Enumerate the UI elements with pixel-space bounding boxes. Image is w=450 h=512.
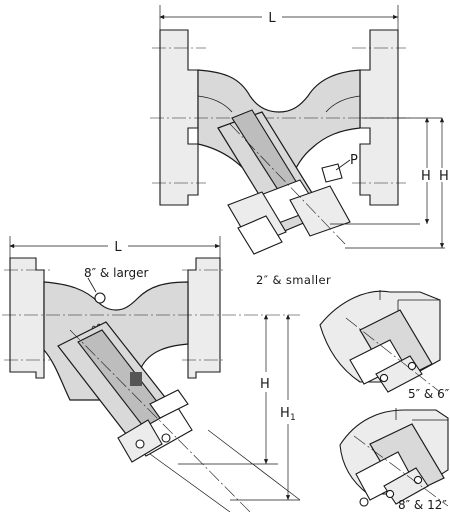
upper-left-flange xyxy=(159,29,199,206)
detail-small-caption: 5″ & 6″ xyxy=(408,387,450,401)
lower-view: L 8″ & larger xyxy=(2,236,301,512)
lower-callout: 8″ & larger xyxy=(84,266,149,280)
lower-left-flange xyxy=(9,257,45,379)
grip-hatch xyxy=(130,372,142,386)
lower-dim-l: L xyxy=(114,240,122,255)
upper-dim-l: L xyxy=(268,11,276,26)
detail-large-caption: 8″ & 12″ xyxy=(398,498,447,512)
upper-view: L P H H xyxy=(150,5,449,255)
lower-right-flange xyxy=(187,257,221,379)
drain-plug-icon xyxy=(94,292,106,304)
upper-port-label: P xyxy=(350,153,358,168)
upper-right-flange xyxy=(359,29,399,206)
lower-dim-h1-sub: 1 xyxy=(290,413,296,423)
upper-dim-h-outer: H xyxy=(439,169,449,184)
bolt-icon xyxy=(135,439,145,449)
upper-caption: 2″ & smaller xyxy=(256,273,331,287)
detail-small: 5″ & 6″ xyxy=(319,290,450,401)
detail-large: 8″ & 12″ xyxy=(339,408,449,512)
upper-dim-h: H xyxy=(421,169,431,184)
lower-dim-h1: H xyxy=(280,406,290,421)
lower-dim-h: H xyxy=(260,377,270,392)
